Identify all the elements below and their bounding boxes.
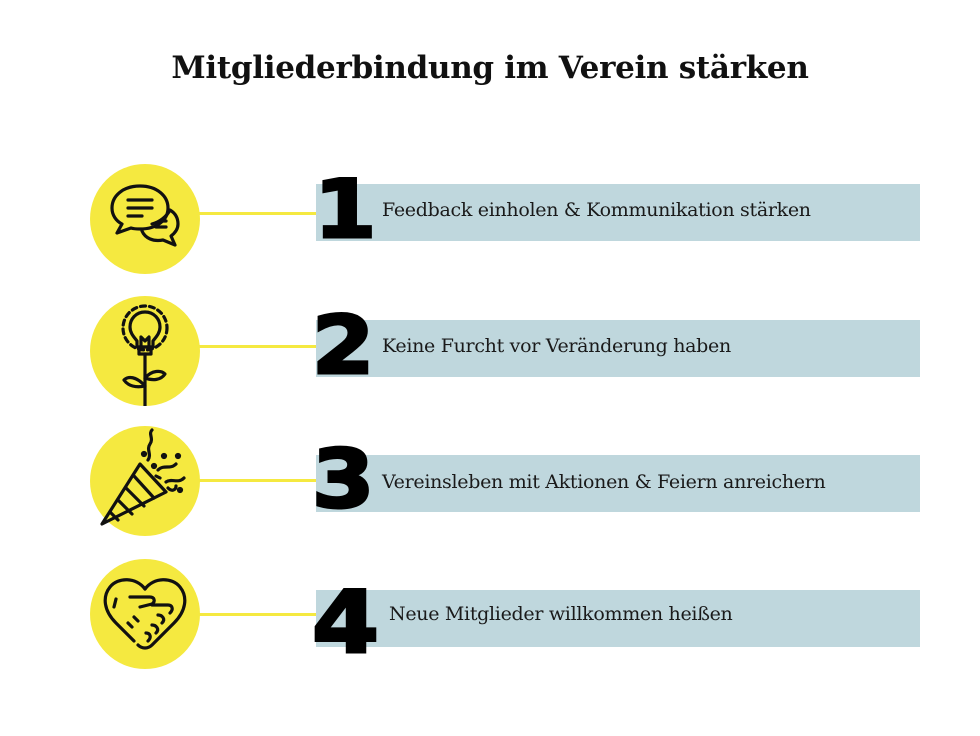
step-box xyxy=(316,455,920,512)
icon-circle xyxy=(90,296,200,406)
step-box xyxy=(316,184,920,241)
icon-circle xyxy=(90,164,200,274)
icon-circle xyxy=(90,426,200,536)
step-number: 3 xyxy=(310,433,376,526)
step-number: 1 xyxy=(312,163,378,256)
step-label: Vereinsleben mit Aktionen & Feiern anrei… xyxy=(382,471,826,493)
connector-line xyxy=(198,479,320,482)
page-title: Mitgliederbindung im Verein stärken xyxy=(171,50,809,86)
step-number: 2 xyxy=(310,299,376,392)
step-box xyxy=(316,590,920,647)
lightbulb-plant-icon xyxy=(121,304,169,406)
step-label: Feedback einholen & Kommunikation stärke… xyxy=(382,199,811,221)
step-label: Neue Mitglieder willkommen heißen xyxy=(389,603,733,625)
chat-bubbles-icon xyxy=(110,184,180,247)
connector-line xyxy=(198,212,320,215)
connector-line xyxy=(198,613,320,616)
party-popper-icon xyxy=(100,428,186,526)
step-box xyxy=(316,320,920,377)
step-label: Keine Furcht vor Veränderung haben xyxy=(382,335,731,357)
heart-handshake-icon xyxy=(103,578,187,650)
step-number: 4 xyxy=(310,573,380,673)
connector-line xyxy=(198,345,320,348)
icon-circle xyxy=(90,559,200,669)
